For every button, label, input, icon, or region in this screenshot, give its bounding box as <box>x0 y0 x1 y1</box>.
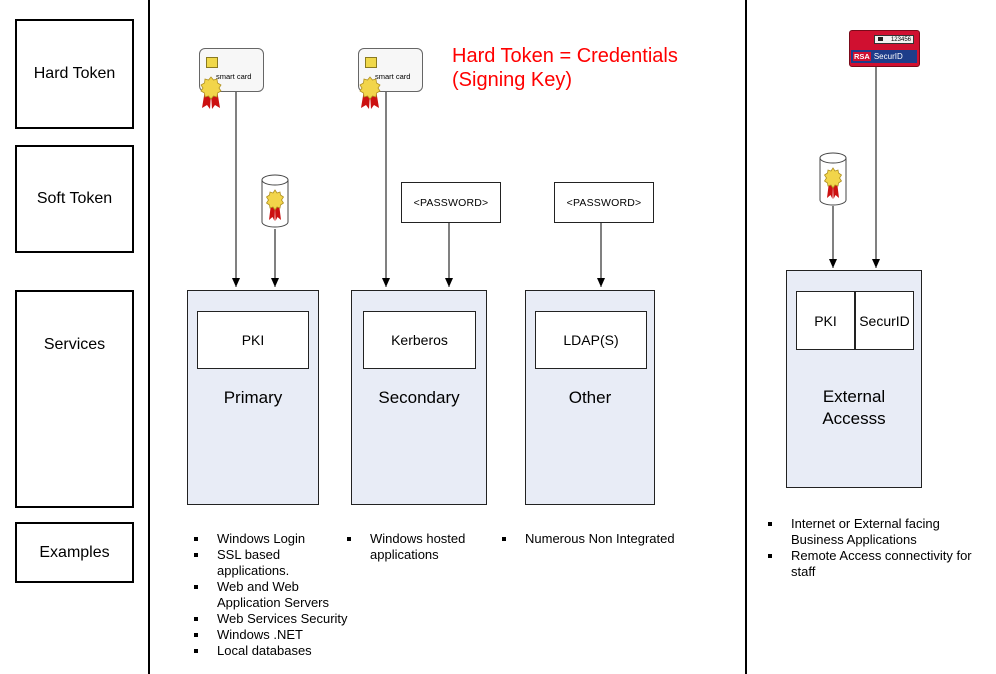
service-inner-box: PKI <box>197 311 309 369</box>
certificate-seal-icon <box>200 76 222 109</box>
divider-left <box>148 0 150 674</box>
row-hard-token: Hard Token <box>15 19 134 129</box>
certificate-seal-icon <box>359 76 381 109</box>
row-examples: Examples <box>15 522 134 583</box>
token-brand-strip: RSA SecurID <box>851 50 917 63</box>
smart-card-label: smart card <box>216 72 252 81</box>
service-inner-box: LDAP(S) <box>535 311 647 369</box>
rsa-logo: RSA <box>853 52 871 61</box>
service-label: Primary <box>223 388 283 407</box>
token-code: 123456 <box>890 37 911 43</box>
service-inner-label: Kerberos <box>391 332 448 348</box>
row-label: Examples <box>39 543 110 561</box>
soft-token-certificate-icon <box>819 152 847 206</box>
list-item: Windows Login <box>184 531 364 547</box>
examples-other: Numerous Non Integrated <box>492 531 702 547</box>
securid-label: SecurID <box>873 52 903 61</box>
list-item: Local databases <box>184 643 364 659</box>
service-label-line2: Accesss <box>822 409 886 428</box>
service-inner-label: SecurID <box>859 312 910 329</box>
divider-right <box>745 0 747 674</box>
service-inner-label: PKI <box>241 332 265 348</box>
password-label: <PASSWORD> <box>566 196 642 209</box>
password-box: <PASSWORD> <box>554 182 654 223</box>
password-label: <PASSWORD> <box>413 196 489 209</box>
service-inner-box: PKI <box>796 291 855 350</box>
rsa-securid-token-icon: 123456 RSA SecurID <box>849 30 920 67</box>
smart-card-label: smart card <box>375 72 411 81</box>
chip-icon <box>206 57 218 68</box>
examples-external: Internet or External facing Business App… <box>758 516 990 580</box>
examples-primary: Windows Login SSL based applications. We… <box>184 531 364 659</box>
list-item: Remote Access connectivity for staff <box>758 548 990 580</box>
list-item: SSL based applications. <box>184 547 364 579</box>
service-inner-box: Kerberos <box>363 311 476 369</box>
token-display-notch <box>878 37 883 41</box>
row-label: Soft Token <box>36 190 113 207</box>
examples-secondary: Windows hosted applications <box>337 531 487 563</box>
row-services: Services <box>15 290 134 508</box>
list-item: Internet or External facing Business App… <box>758 516 990 548</box>
headline-line1: Hard Token = Credentials <box>452 45 678 67</box>
service-label-line1: External <box>822 387 886 406</box>
service-label: Other <box>568 388 612 407</box>
service-secondary: Kerberos Secondary <box>351 290 487 505</box>
service-other: LDAP(S) Other <box>525 290 655 505</box>
service-external: PKI SecurID External Accesss <box>786 270 922 488</box>
list-item: Web and Web Application Servers <box>184 579 364 611</box>
list-item: Windows hosted applications <box>337 531 487 563</box>
row-label: Hard Token <box>33 65 116 82</box>
headline-line2: (Signing Key) <box>452 69 573 91</box>
list-item: Windows .NET <box>184 627 364 643</box>
list-item: Numerous Non Integrated <box>492 531 702 547</box>
service-inner-box: SecurID <box>855 291 914 350</box>
token-display: 123456 <box>874 35 914 44</box>
service-inner-label: LDAP(S) <box>563 332 619 348</box>
headline: Hard Token = Credentials (Signing Key) <box>452 44 678 92</box>
service-label: External Accesss <box>787 386 921 430</box>
service-primary: PKI Primary <box>187 290 319 505</box>
chip-icon <box>365 57 377 68</box>
service-label: Secondary <box>378 388 460 407</box>
row-label: Services <box>43 336 106 353</box>
row-soft-token: Soft Token <box>15 145 134 253</box>
service-inner-label: PKI <box>814 312 837 329</box>
smart-card-icon: smart card <box>199 48 264 92</box>
soft-token-certificate-icon <box>261 174 289 228</box>
list-item: Web Services Security <box>184 611 364 627</box>
password-box: <PASSWORD> <box>401 182 501 223</box>
